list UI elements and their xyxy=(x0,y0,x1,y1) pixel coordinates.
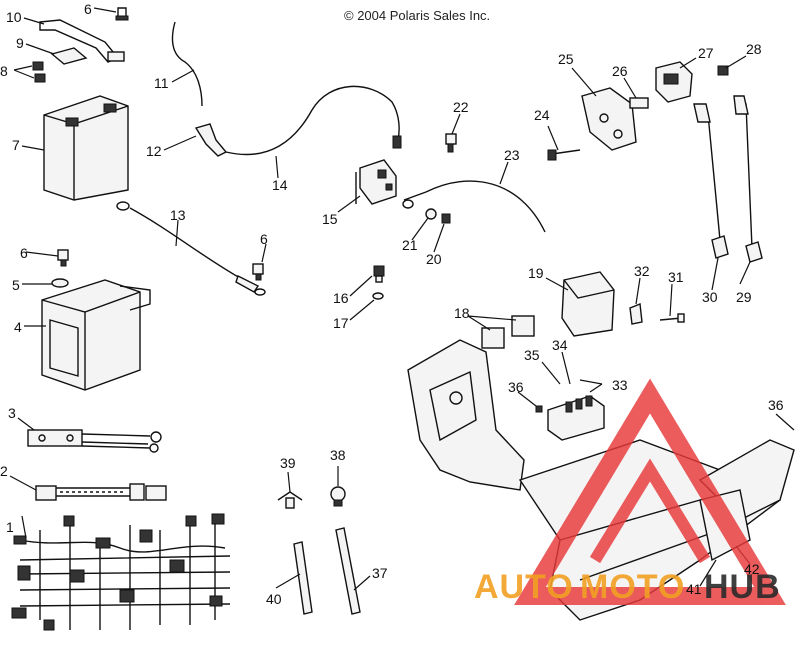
callout-label: 21 xyxy=(402,237,418,253)
callout-label: 6 xyxy=(84,1,92,17)
nut-20 xyxy=(441,213,451,224)
battery-pad xyxy=(50,47,88,65)
vent-tube xyxy=(171,21,203,107)
copyright-notice: © 2004 Polaris Sales Inc. xyxy=(344,8,491,23)
callout-label: 34 xyxy=(552,337,568,353)
callout-label: 6 xyxy=(20,245,28,261)
callout-label: 39 xyxy=(280,455,296,471)
cap-17 xyxy=(372,292,384,300)
battery xyxy=(43,95,129,201)
callout-label: 6 xyxy=(260,231,268,247)
frame xyxy=(407,339,795,621)
callout-label: 13 xyxy=(170,207,186,223)
watermark-brand-moto: MOTO xyxy=(580,568,685,606)
callout-label: 10 xyxy=(6,9,22,25)
callout-label: 30 xyxy=(702,289,718,305)
callout-label: 12 xyxy=(146,143,162,159)
callout-label: 28 xyxy=(746,41,762,57)
callout-label: 5 xyxy=(12,277,20,293)
relays xyxy=(481,315,535,349)
callout-label: 29 xyxy=(736,289,752,305)
fuse-16 xyxy=(373,265,385,283)
main-wiring-harness xyxy=(11,513,231,631)
callout-label: 16 xyxy=(333,290,349,306)
callout-label: 18 xyxy=(454,305,470,321)
battery-box xyxy=(41,279,151,391)
watermark-brand-auto: AUTO xyxy=(474,568,574,606)
callout-label: 37 xyxy=(372,565,388,581)
callout-label: 7 xyxy=(12,137,20,153)
fasteners-36-left xyxy=(535,405,543,413)
callout-label: 41 xyxy=(686,581,702,597)
bolt-top xyxy=(115,7,129,21)
callout-label: 42 xyxy=(744,561,760,577)
nut-28 xyxy=(717,65,729,76)
callout-label: 27 xyxy=(698,45,714,61)
callout-label: 15 xyxy=(322,211,338,227)
callout-label: 22 xyxy=(453,99,469,115)
clip-39 xyxy=(277,491,303,509)
callout-label: 14 xyxy=(272,177,288,193)
callout-label: 2 xyxy=(0,463,8,479)
callout-label: 31 xyxy=(668,269,684,285)
cdi-box xyxy=(561,271,615,337)
leader-lines xyxy=(9,7,795,591)
callout-label: 9 xyxy=(16,35,24,51)
spark-plug-wires xyxy=(693,95,763,263)
regulator-bracket xyxy=(581,87,637,151)
callout-label: 11 xyxy=(154,75,169,91)
cable-tie-40 xyxy=(293,541,313,615)
callout-label: 38 xyxy=(330,447,346,463)
washer-21 xyxy=(425,208,437,220)
callout-label: 25 xyxy=(558,51,574,67)
pin-31 xyxy=(659,313,685,323)
callout-label: 24 xyxy=(534,107,550,123)
callout-numbers: 1 2 3 4 5 6 6 6 7 8 9 10 11 12 13 14 15 … xyxy=(0,1,784,607)
callout-label: 23 xyxy=(504,147,520,163)
ground-strap xyxy=(402,191,427,209)
watermark-logo xyxy=(514,378,786,605)
starter-cable xyxy=(425,180,546,233)
watermark-brand-hub: HUB xyxy=(704,568,781,606)
callout-label: 32 xyxy=(634,263,650,279)
fuse-block xyxy=(547,395,605,441)
clip-38 xyxy=(330,486,346,507)
battery-hold-down-bracket xyxy=(39,19,125,63)
connector-32 xyxy=(629,303,643,325)
ground-cable xyxy=(116,201,266,296)
callout-label: 33 xyxy=(612,377,628,393)
bolt-24 xyxy=(547,149,581,161)
ignition-coil xyxy=(655,61,693,103)
bolt-22 xyxy=(445,133,457,153)
callout-label: 36 xyxy=(508,379,524,395)
positive-battery-cable xyxy=(194,85,402,157)
bolt-left xyxy=(57,249,69,267)
callout-label: 40 xyxy=(266,591,282,607)
washer xyxy=(51,278,69,288)
spacer-26 xyxy=(629,97,649,109)
callout-label: 35 xyxy=(524,347,540,363)
callout-label: 36 xyxy=(768,397,784,413)
callout-label: 3 xyxy=(8,405,16,421)
nuts xyxy=(32,61,46,83)
callout-label: 20 xyxy=(426,251,442,267)
callout-label: 8 xyxy=(0,63,8,79)
callout-label: 17 xyxy=(333,315,349,331)
callout-label: 1 xyxy=(6,519,14,535)
callout-label: 4 xyxy=(14,319,22,335)
starter-solenoid xyxy=(355,159,397,205)
callout-label: 26 xyxy=(612,63,628,79)
callout-label: 19 xyxy=(528,265,544,281)
harness-adapter xyxy=(27,429,162,453)
harness-extension xyxy=(35,483,167,501)
bolt-mid xyxy=(252,263,264,281)
cable-tie-37 xyxy=(335,527,361,615)
